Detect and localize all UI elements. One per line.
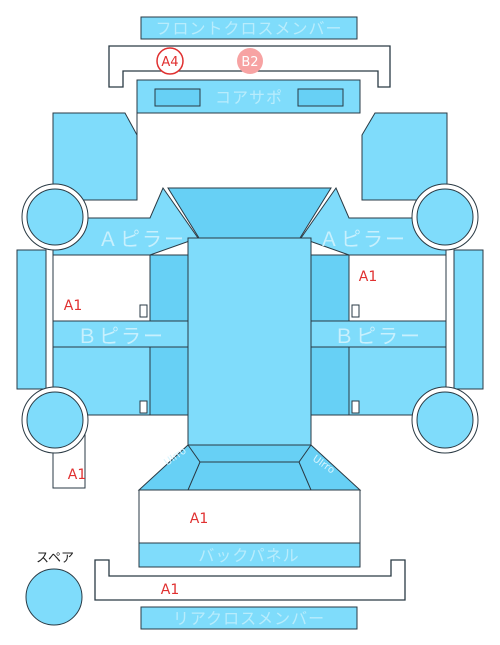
front-cross-member-label: フロントクロスメンバー (155, 19, 342, 38)
a-pillar-left: Ａピラー (52, 186, 199, 256)
rear-floor: UIrro UIrro (137, 444, 362, 544)
spare-label: スペア (36, 551, 74, 566)
a-pillar-left-label: Ａピラー (98, 227, 186, 251)
core-support-label: コアサポ (215, 88, 283, 107)
wheel-rear-left (21, 386, 89, 454)
wheel-front-right (411, 183, 479, 251)
damage-right-front-floor: A1 (359, 269, 377, 285)
b-pillar-right: Ｂピラー (310, 320, 447, 348)
b-pillar-left-label: Ｂピラー (77, 324, 165, 348)
damage-rear-cross-member-text: A1 (161, 582, 179, 598)
center-floor (167, 187, 332, 446)
wheels (21, 183, 479, 454)
back-panel: バックパネル (138, 542, 361, 568)
damage-trunk-floor: A1 (190, 511, 208, 527)
damage-left-front-floor: A1 (64, 298, 82, 314)
badge-a4: A4 (156, 47, 184, 75)
rear-cross-member-label: リアクロスメンバー (173, 609, 325, 628)
b-pillar-right-label: Ｂピラー (334, 324, 422, 348)
badge-b2-text: B2 (241, 55, 258, 70)
badge-b2: B2 (237, 48, 263, 74)
wheel-rear-right (411, 386, 479, 454)
core-support: コアサポ (136, 79, 361, 114)
badge-a4-text: A4 (161, 55, 178, 70)
rear-cross-member: リアクロスメンバー (140, 606, 358, 630)
a-pillar-right-label: Ａピラー (319, 227, 407, 251)
back-panel-label: バックパネル (198, 546, 299, 565)
front-cross-member: フロントクロスメンバー (140, 16, 358, 40)
b-pillar-left: Ｂピラー (52, 320, 189, 348)
damage-left-rear-floor: A1 (68, 467, 86, 483)
spare-tire: スペア (25, 551, 83, 626)
right-body-side (348, 112, 484, 416)
damage-rear-cross-member: A1 (158, 580, 182, 598)
wheel-front-left (21, 183, 89, 251)
